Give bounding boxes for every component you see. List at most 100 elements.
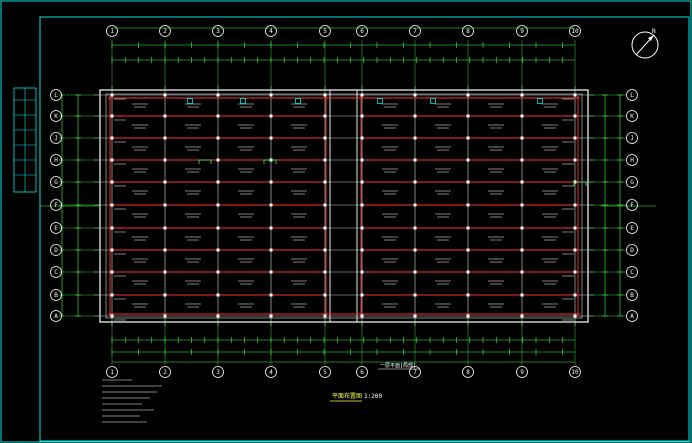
col-bubble-bottom-8-circle bbox=[462, 366, 474, 378]
row-bubble-left-C-circle bbox=[50, 266, 62, 278]
column-4-3 bbox=[323, 158, 327, 162]
row-bubble-left-D-label: D bbox=[54, 247, 58, 254]
stair-marker-4 bbox=[430, 98, 436, 104]
column-7-3 bbox=[466, 158, 470, 162]
column-3-7 bbox=[269, 248, 273, 252]
column-4-9 bbox=[323, 293, 327, 297]
row-bubble-right-J-circle bbox=[626, 132, 638, 144]
column-8-0 bbox=[520, 93, 524, 97]
col-bubble-top-8-circle bbox=[462, 25, 474, 37]
row-bubble-left-A-circle bbox=[50, 310, 62, 322]
column-6-10 bbox=[413, 314, 417, 318]
col-bubble-bottom-9-circle bbox=[516, 366, 528, 378]
stair-marker-0 bbox=[187, 98, 193, 104]
column-1-7 bbox=[163, 248, 167, 252]
row-bubble-right-C-circle bbox=[626, 266, 638, 278]
column-0-10 bbox=[110, 314, 114, 318]
column-2-3 bbox=[216, 158, 220, 162]
row-bubble-right-G-label: G bbox=[630, 179, 634, 186]
row-bubble-right-D-label: D bbox=[630, 247, 634, 254]
column-4-8 bbox=[323, 270, 327, 274]
column-2-1 bbox=[216, 114, 220, 118]
row-bubble-left-B-circle bbox=[50, 289, 62, 301]
stair-marker-2 bbox=[295, 98, 301, 104]
column-3-1 bbox=[269, 114, 273, 118]
row-bubble-left-E-circle bbox=[50, 222, 62, 234]
column-5-0 bbox=[360, 93, 364, 97]
column-7-6 bbox=[466, 226, 470, 230]
col-bubble-bottom-6-label: 6 bbox=[360, 369, 364, 376]
column-7-5 bbox=[466, 203, 470, 207]
column-3-8 bbox=[269, 270, 273, 274]
row-bubble-right-K-label: K bbox=[630, 113, 634, 120]
column-1-3 bbox=[163, 158, 167, 162]
row-bubble-right-F-label: F bbox=[630, 202, 634, 209]
col-bubble-top-5-label: 5 bbox=[323, 28, 327, 35]
col-bubble-bottom-3-label: 3 bbox=[216, 369, 220, 376]
col-bubble-top-1-circle bbox=[106, 25, 118, 37]
section-note-block: 一层平面[局部] bbox=[378, 362, 420, 370]
row-bubble-left-D-circle bbox=[50, 244, 62, 256]
row-bubble-right-H-label: H bbox=[630, 157, 634, 164]
column-8-4 bbox=[520, 180, 524, 184]
row-bubble-left-F-circle bbox=[50, 199, 62, 211]
inner-wall-line bbox=[105, 93, 583, 319]
col-bubble-bottom-4-label: 4 bbox=[269, 369, 273, 376]
col-bubble-top-5-circle bbox=[319, 25, 331, 37]
column-6-1 bbox=[413, 114, 417, 118]
column-1-1 bbox=[163, 114, 167, 118]
column-8-2 bbox=[520, 136, 524, 140]
column-9-2 bbox=[573, 136, 577, 140]
plan-title-block: 平面布置图 1:200 bbox=[330, 392, 382, 402]
column-3-6 bbox=[269, 226, 273, 230]
row-bubble-right-D-circle bbox=[626, 244, 638, 256]
column-3-9 bbox=[269, 293, 273, 297]
column-7-8 bbox=[466, 270, 470, 274]
column-4-5 bbox=[323, 203, 327, 207]
row-bubble-left-E-label: E bbox=[54, 225, 58, 232]
column-5-6 bbox=[360, 226, 364, 230]
column-7-10 bbox=[466, 314, 470, 318]
column-8-1 bbox=[520, 114, 524, 118]
column-8-9 bbox=[520, 293, 524, 297]
col-bubble-top-10-circle bbox=[569, 25, 581, 37]
stair-marker-5 bbox=[537, 98, 543, 104]
row-bubble-right-F-circle bbox=[626, 199, 638, 211]
col-bubble-top-6-label: 6 bbox=[360, 28, 364, 35]
column-9-10 bbox=[573, 314, 577, 318]
col-bubble-bottom-8-label: 8 bbox=[466, 369, 470, 376]
column-2-4 bbox=[216, 180, 220, 184]
row-bubble-right-A-label: A bbox=[630, 313, 634, 320]
column-7-7 bbox=[466, 248, 470, 252]
column-1-8 bbox=[163, 270, 167, 274]
column-6-3 bbox=[413, 158, 417, 162]
column-8-8 bbox=[520, 270, 524, 274]
column-2-8 bbox=[216, 270, 220, 274]
col-bubble-top-10-label: 10 bbox=[571, 28, 579, 35]
section-note: 一层平面[局部] bbox=[380, 362, 416, 369]
column-1-2 bbox=[163, 136, 167, 140]
plan-scale: 1:200 bbox=[364, 393, 382, 400]
column-4-1 bbox=[323, 114, 327, 118]
column-7-1 bbox=[466, 114, 470, 118]
row-bubble-right-L-circle bbox=[626, 89, 638, 101]
column-6-2 bbox=[413, 136, 417, 140]
col-bubble-top-7-circle bbox=[409, 25, 421, 37]
column-9-0 bbox=[573, 93, 577, 97]
column-4-7 bbox=[323, 248, 327, 252]
column-3-4 bbox=[269, 180, 273, 184]
row-bubble-left-B-label: B bbox=[54, 292, 58, 299]
column-5-2 bbox=[360, 136, 364, 140]
row-bubble-left-H-circle bbox=[50, 154, 62, 166]
column-0-4 bbox=[110, 180, 114, 184]
row-bubble-left-L-label: L bbox=[54, 92, 58, 99]
row-bubble-right-L-label: L bbox=[630, 92, 634, 99]
col-bubble-top-3-circle bbox=[212, 25, 224, 37]
col-bubble-top-4-circle bbox=[265, 25, 277, 37]
column-0-1 bbox=[110, 114, 114, 118]
column-8-3 bbox=[520, 158, 524, 162]
col-bubble-bottom-4-circle bbox=[265, 366, 277, 378]
